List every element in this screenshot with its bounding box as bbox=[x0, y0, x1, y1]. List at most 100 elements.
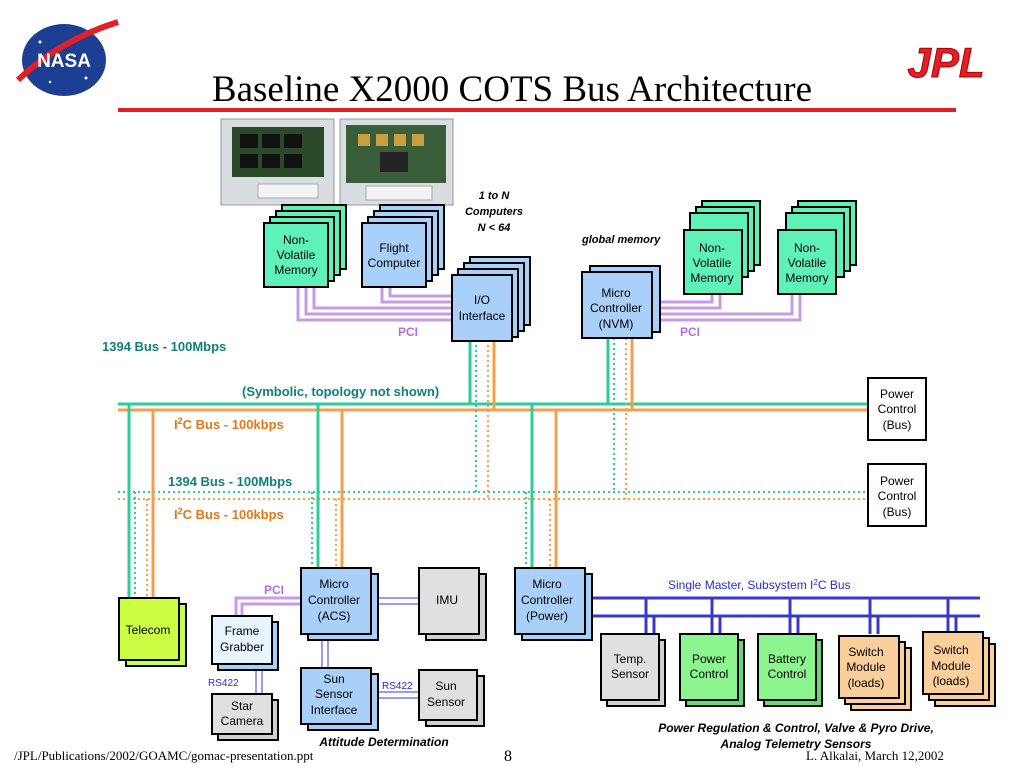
pci-top-right bbox=[660, 294, 802, 322]
mc-nvm-line-2: Controller bbox=[590, 301, 642, 315]
switch-module-2-stack: Switch Module (loads) bbox=[922, 631, 996, 707]
bus-drops bbox=[127, 338, 634, 600]
nasa-logo-text: NASA bbox=[37, 51, 91, 72]
nvm-left-line-1: Non- bbox=[283, 233, 309, 247]
ssi-line-2: Sensor bbox=[315, 687, 353, 701]
switch-module-1-stack: Switch Module (loads) bbox=[838, 635, 912, 711]
nvm-mid-line-3: Memory bbox=[690, 271, 733, 285]
single-master-sup: 2 bbox=[813, 578, 818, 587]
mc-acs-line-2: Controller bbox=[308, 593, 360, 607]
mc-power-box: Micro Controller (Power) bbox=[514, 567, 593, 641]
pci-left-label: PCI bbox=[398, 325, 418, 339]
global-memory-label: global memory bbox=[581, 234, 661, 246]
rs422-a-label: RS422 bbox=[208, 678, 239, 689]
mc-nvm-line-1: Micro bbox=[601, 286, 631, 300]
power-reg-line-2: Analog Telemetry Sensors bbox=[720, 737, 872, 751]
battery-control-box: Battery Control bbox=[757, 633, 823, 707]
temp-sensor-box: Temp. Sensor bbox=[600, 633, 666, 707]
io-interface-stack: I/O Interface bbox=[451, 256, 531, 342]
n-computers-label: 1 to N Computers N < 64 bbox=[465, 190, 523, 234]
bus-1394-mid-label: 1394 Bus - 100Mbps bbox=[168, 474, 292, 489]
io-interface-line-1: I/O bbox=[474, 293, 490, 307]
sun-sensor-box: Sun Sensor bbox=[418, 669, 485, 727]
mc-nvm-line-3: (NVM) bbox=[599, 317, 634, 331]
rs422-links bbox=[255, 597, 420, 700]
n-computers-line-1: 1 to N bbox=[479, 190, 511, 202]
single-master-label: Single Master, Subsystem I2C Bus bbox=[668, 578, 851, 592]
temp-sensor-line-1: Temp. bbox=[614, 652, 647, 666]
sun-sensor-line-1: Sun bbox=[435, 679, 456, 693]
nvm-mid-stack: Non- Volatile Memory bbox=[683, 200, 761, 295]
nvm-right-line-2: Volatile bbox=[788, 256, 827, 270]
nvm-left-line-3: Memory bbox=[274, 263, 317, 277]
power-control-box: Power Control bbox=[679, 633, 745, 707]
sm2-line-3: (loads) bbox=[933, 674, 970, 688]
frame-grabber-line-2: Grabber bbox=[220, 640, 264, 654]
pci-top-left bbox=[296, 288, 456, 322]
flight-computer-stack: Flight Computer bbox=[361, 204, 445, 288]
star-camera-line-2: Camera bbox=[221, 714, 264, 728]
sm1-line-1: Switch bbox=[848, 645, 883, 659]
pcb2-line-2: Control bbox=[878, 489, 917, 503]
star-camera-line-1: Star bbox=[231, 699, 253, 713]
nvm-right-line-1: Non- bbox=[794, 241, 820, 255]
flight-computer-line-2: Computer bbox=[368, 256, 421, 270]
imu-box: IMU bbox=[418, 567, 487, 641]
rs422-b-label: RS422 bbox=[382, 681, 413, 692]
i2c-mid-prefix: I bbox=[174, 507, 178, 522]
page-number: 8 bbox=[504, 748, 512, 765]
ssi-line-3: Interface bbox=[311, 703, 358, 717]
nvm-mid-line-1: Non- bbox=[699, 241, 725, 255]
nvm-left-line-2: Volatile bbox=[277, 248, 316, 262]
mc-acs-line-3: (ACS) bbox=[318, 609, 351, 623]
frame-grabber-line-1: Frame bbox=[225, 624, 260, 638]
nasa-logo: NASA bbox=[15, 19, 119, 96]
power-reg-line-1: Power Regulation & Control, Valve & Pyro… bbox=[658, 721, 934, 735]
battery-control-line-1: Battery bbox=[768, 652, 806, 666]
jpl-logo: JPL bbox=[907, 39, 985, 87]
board-photo-1 bbox=[220, 118, 335, 206]
sun-sensor-interface-box: Sun Sensor Interface bbox=[300, 667, 379, 731]
sm2-line-2: Module bbox=[931, 659, 971, 673]
n-computers-line-3: N < 64 bbox=[478, 222, 511, 234]
i2c-mid-label: I2C Bus - 100kbps bbox=[174, 506, 284, 522]
nvm-left-stack: Non- Volatile Memory bbox=[263, 204, 347, 288]
subsystem-i2c-bus bbox=[590, 596, 980, 634]
temp-sensor-line-2: Sensor bbox=[611, 667, 649, 681]
star-camera-box: Star Camera bbox=[211, 693, 279, 741]
board-photo-2 bbox=[339, 118, 454, 206]
mc-acs-line-1: Micro bbox=[319, 577, 349, 591]
telecom-label: Telecom bbox=[126, 623, 171, 637]
pcb1-line-1: Power bbox=[880, 387, 914, 401]
pci-lower-label: PCI bbox=[264, 583, 284, 597]
single-master-suffix: C Bus bbox=[818, 578, 851, 592]
sm2-line-1: Switch bbox=[933, 643, 968, 657]
sm1-line-2: Module bbox=[846, 660, 886, 674]
single-master-prefix: Single Master, Subsystem I bbox=[668, 578, 813, 592]
i2c-top-sup: 2 bbox=[178, 416, 183, 426]
i2c-mid-suffix: C Bus - 100kbps bbox=[183, 507, 284, 522]
i2c-top-label: I2C Bus - 100kbps bbox=[174, 416, 284, 432]
attitude-label: Attitude Determination bbox=[318, 735, 448, 749]
mc-power-line-1: Micro bbox=[532, 577, 562, 591]
sm1-line-3: (loads) bbox=[848, 676, 885, 690]
footer-path: /JPL/Publications/2002/GOAMC/gomac-prese… bbox=[14, 748, 314, 763]
nvm-right-stack: Non- Volatile Memory bbox=[777, 200, 857, 295]
pcb1-line-2: Control bbox=[878, 402, 917, 416]
bus-1394-top-label: 1394 Bus - 100Mbps bbox=[102, 339, 226, 354]
imu-label: IMU bbox=[436, 593, 458, 607]
power-reg-label: Power Regulation & Control, Valve & Pyro… bbox=[658, 721, 934, 751]
mc-acs-box: Micro Controller (ACS) bbox=[300, 567, 379, 641]
nvm-right-line-3: Memory bbox=[785, 271, 828, 285]
battery-control-line-2: Control bbox=[768, 667, 807, 681]
power-control-line-2: Control bbox=[690, 667, 729, 681]
pcb1-line-3: (Bus) bbox=[883, 418, 912, 432]
ssi-line-1: Sun bbox=[323, 672, 344, 686]
n-computers-line-2: Computers bbox=[465, 206, 523, 218]
mc-nvm-box: Micro Controller (NVM) bbox=[581, 265, 661, 339]
i2c-top-suffix: C Bus - 100kbps bbox=[183, 417, 284, 432]
footer-author: L. Alkalai, March 12,2002 bbox=[806, 748, 944, 763]
mc-power-line-2: Controller bbox=[521, 593, 573, 607]
symbolic-label: (Symbolic, topology not shown) bbox=[242, 384, 439, 399]
